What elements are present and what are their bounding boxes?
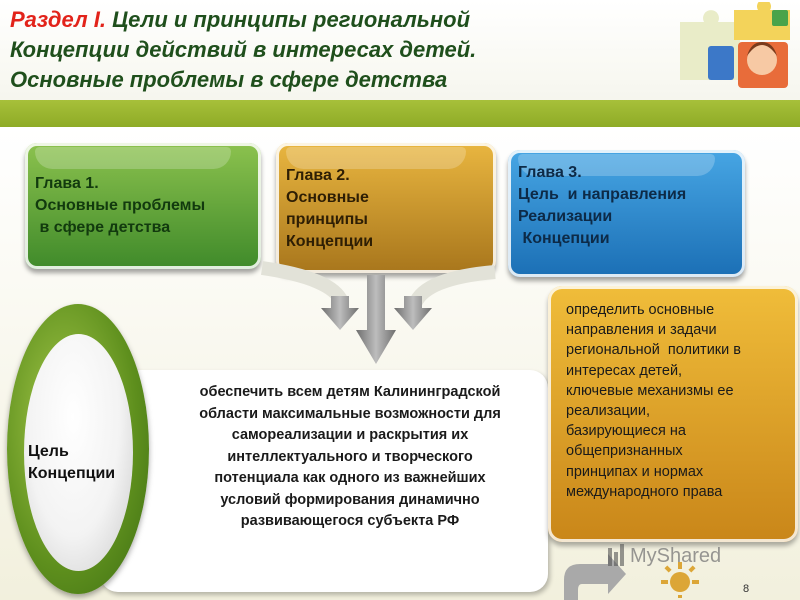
- side-goal-line: принципах и нормах: [566, 463, 704, 480]
- chapter-3-card: Глава 3. Цель и направления Реализации К…: [508, 150, 745, 277]
- main-goal-line: условий формирования динамично: [220, 491, 480, 508]
- side-goal-box: [548, 286, 798, 542]
- connector-curve: [261, 261, 349, 306]
- arrow-down-icon: [321, 296, 359, 330]
- title-line2: Концепции действий в интересах детей.: [10, 37, 477, 62]
- goal-label: Цель Концепции: [28, 441, 115, 485]
- side-goal-line: определить основные: [566, 302, 715, 318]
- chapter-3-label: Глава 3.: [518, 164, 582, 181]
- side-goal-text: определить основные направления и задачи…: [566, 300, 796, 502]
- side-goal-line: базирующиеся на: [566, 423, 686, 440]
- side-goal-line: международного права: [566, 483, 723, 500]
- chapter-1-text-line: в сфере детства: [35, 219, 171, 236]
- chapter-3-text-line: Реализации: [518, 208, 613, 225]
- side-goal-line: интересах детей,: [566, 362, 683, 379]
- chapter-3-text-line: Цель и направления: [518, 186, 687, 203]
- main-goal-line: интеллектуального и творческого: [227, 448, 473, 465]
- title-area: Раздел I. Цели и принципы региональной К…: [0, 0, 800, 100]
- main-goal-line: потенциала как одного из важнейших: [214, 470, 486, 486]
- side-goal-line: реализации,: [566, 403, 650, 420]
- main-goal-line: области максимальные возможности для: [199, 405, 501, 422]
- watermark-logo: MyShared: [608, 544, 721, 598]
- chapter-3-text-line: Концепции: [518, 230, 610, 247]
- arrow-down-icon: [394, 296, 432, 330]
- main-goal-line: самореализации и раскрытия их: [231, 427, 469, 443]
- main-goal-box: [100, 370, 548, 592]
- side-goal-line: региональной политики в: [566, 342, 741, 359]
- watermark-text: MyShared: [630, 545, 721, 567]
- chapter-2-text-line: принципы: [286, 211, 368, 228]
- slide-title: Раздел I. Цели и принципы региональной К…: [10, 5, 670, 95]
- puzzle-illustration: [680, 2, 790, 88]
- main-goal-line: развивающегося субъекта РФ: [240, 513, 460, 529]
- side-goal-line: общепризнанных: [566, 443, 683, 460]
- chapter-1-text-line: Основные проблемы: [35, 197, 206, 214]
- chapter-2-text-line: Основные: [286, 189, 369, 206]
- connector-curve: [408, 265, 496, 308]
- main-goal-line: обеспечить всем детям Калининградской: [199, 384, 501, 400]
- chapter-2-label: Глава 2.: [286, 167, 350, 184]
- arrow-down-icon: [356, 275, 396, 364]
- side-goal-line: направления и задачи: [566, 322, 717, 339]
- goal-label-line: Цель: [28, 443, 69, 460]
- chapter-2-card: Глава 2. Основные принципы Концепции: [276, 143, 496, 273]
- title-section: Раздел I.: [10, 7, 106, 32]
- chapter-1-label: Глава 1.: [35, 175, 99, 192]
- title-line3: Основные проблемы в сфере детства: [10, 67, 448, 92]
- chapter-1-card: Глава 1. Основные проблемы в сфере детст…: [25, 143, 261, 269]
- side-goal-line: ключевые механизмы ее: [566, 382, 734, 399]
- chapter-2-text-line: Концепции: [286, 233, 374, 250]
- title-line1: Цели и принципы региональной: [105, 7, 471, 32]
- title-underline-bar: [0, 100, 800, 127]
- goal-oval: [24, 334, 133, 571]
- main-goal-text: обеспечить всем детям Калининградской об…: [155, 382, 545, 533]
- goal-label-line: Концепции: [28, 465, 116, 482]
- page-number: 8: [743, 583, 750, 595]
